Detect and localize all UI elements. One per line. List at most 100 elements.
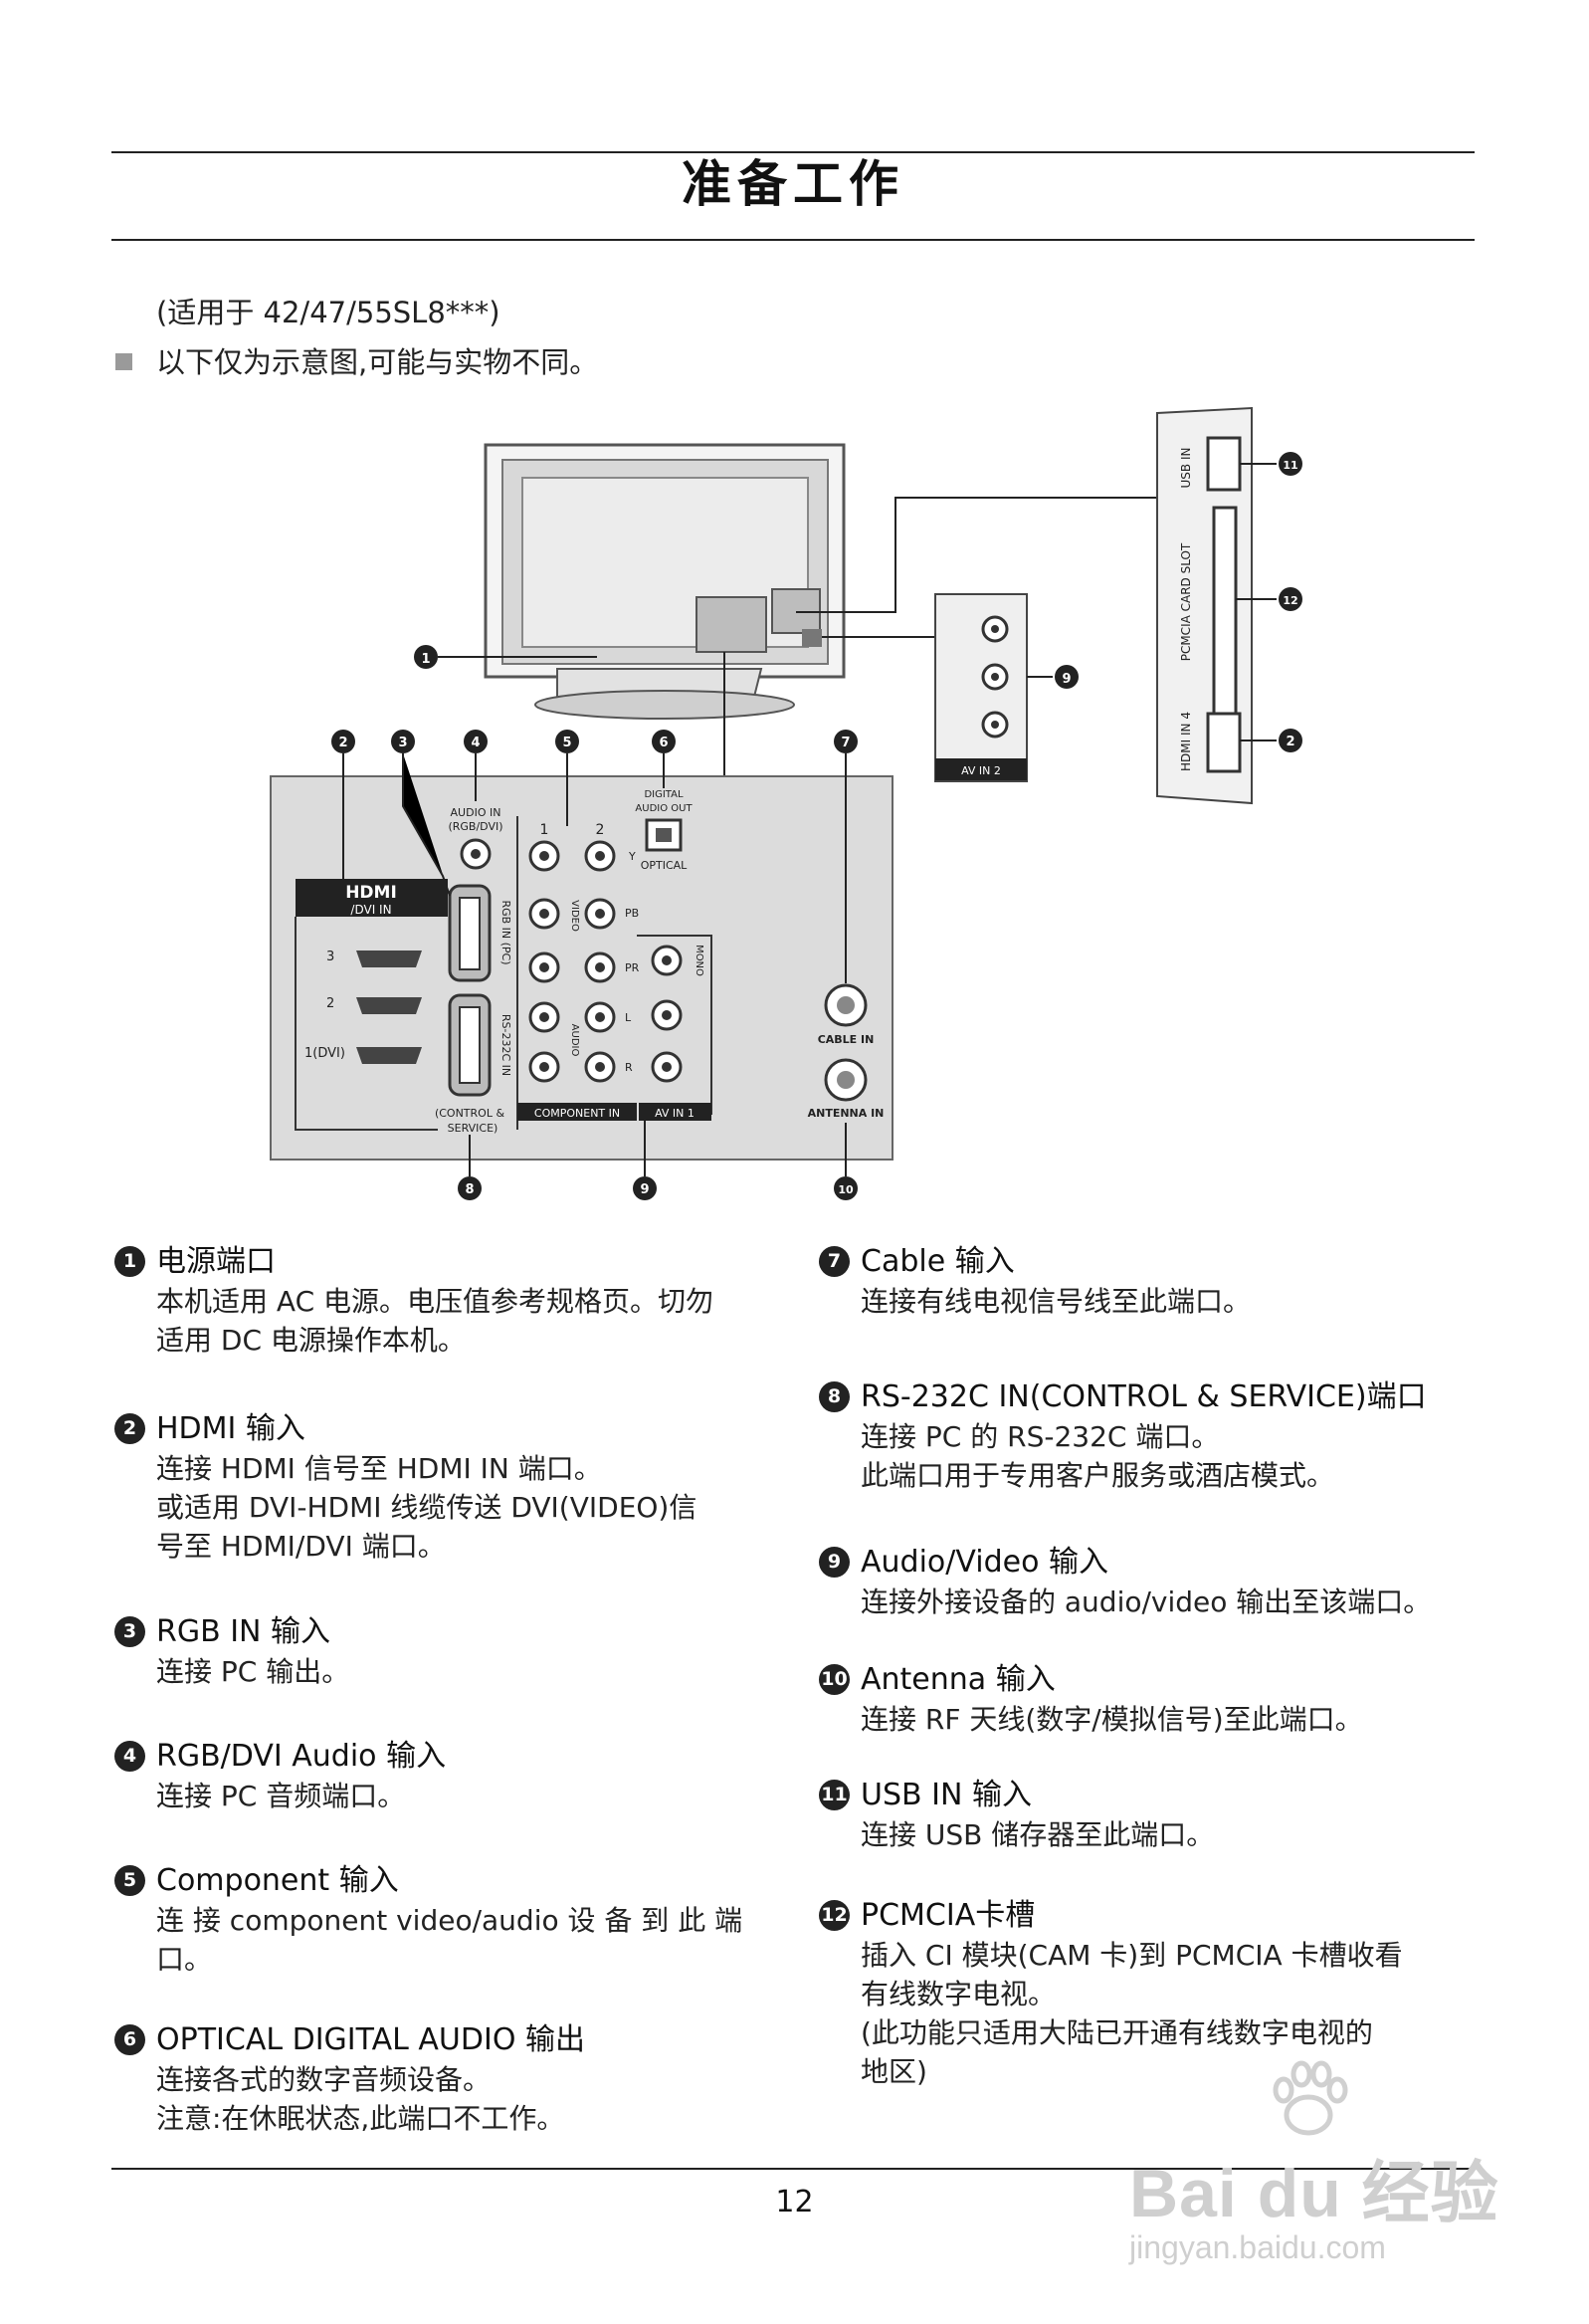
item-text: 连接 PC 音频端口。 (156, 1780, 406, 1812)
item-usb: 11 USB IN 输入 连接 USB 储存器至此端口。 (819, 1776, 1547, 1854)
item-heading: HDMI 输入 (156, 1411, 305, 1446)
svg-text:2: 2 (596, 822, 605, 838)
item-heading: RS-232C IN(CONTROL & SERVICE)端口 (861, 1379, 1427, 1414)
item-number: 6 (114, 2024, 145, 2055)
item-component: 5 Component 输入 连 接 component video/audio… (114, 1861, 843, 1979)
item-text: 口。 (156, 1943, 213, 1976)
svg-text:HDMI: HDMI (345, 883, 397, 903)
item-text: (此功能只适用大陆已开通有线数字电视的 (861, 2016, 1373, 2049)
item-hdmi: 2 HDMI 输入 连接 HDMI 信号至 HDMI IN 端口。 或适用 DV… (114, 1409, 843, 1566)
item-number: 7 (819, 1246, 850, 1277)
item-text: 适用 DC 电源操作本机。 (156, 1324, 466, 1357)
item-rgb-dvi-audio: 4 RGB/DVI Audio 输入 连接 PC 音频端口。 (114, 1737, 843, 1815)
svg-text:(RGB/DVI): (RGB/DVI) (448, 820, 502, 833)
page-title: 准备工作 (682, 155, 904, 213)
svg-text:1: 1 (421, 652, 430, 667)
watermark-brand: Bai du 经验 (1129, 2156, 1499, 2231)
item-text: 地区) (861, 2055, 927, 2088)
item-heading: RGB/DVI Audio 输入 (156, 1739, 447, 1774)
item-text: 注意:在休眠状态,此端口不工作。 (156, 2102, 565, 2135)
item-text: 连 接 component video/audio 设 备 到 此 端 (156, 1904, 743, 1937)
callout-numbers: 2 3 4 5 6 7 8 9 10 (331, 730, 858, 1200)
item-number: 1 (114, 1246, 145, 1277)
tv-back-view: 1 (414, 443, 846, 720)
svg-text:AUDIO OUT: AUDIO OUT (635, 803, 693, 814)
svg-text:ANTENNA IN: ANTENNA IN (808, 1107, 885, 1120)
callout-5-icon (555, 730, 579, 753)
svg-text:VIDEO: VIDEO (569, 900, 580, 932)
svg-text:/DVI IN: /DVI IN (350, 903, 391, 917)
callout-3-icon (391, 730, 415, 753)
svg-text:SERVICE): SERVICE) (448, 1122, 498, 1135)
applies-to: (适用于 42/47/55SL8***) (156, 296, 500, 329)
svg-text:L: L (625, 1011, 632, 1024)
item-cable: 7 Cable 输入 连接有线电视信号线至此端口。 (819, 1242, 1547, 1321)
item-heading: Audio/Video 输入 (861, 1545, 1108, 1580)
svg-text:HDMI IN 4: HDMI IN 4 (1179, 712, 1193, 771)
item-text: 插入 CI 模块(CAM 卡)到 PCMCIA 卡槽收看 (861, 1939, 1403, 1972)
svg-text:COMPONENT IN: COMPONENT IN (534, 1107, 620, 1120)
svg-text:Y: Y (628, 850, 636, 863)
item-text: 连接 RF 天线(数字/模拟信号)至此端口。 (861, 1703, 1363, 1736)
item-number: 11 (819, 1780, 850, 1810)
title-rule (111, 239, 1475, 241)
item-number: 3 (114, 1616, 145, 1647)
item-text: 本机适用 AC 电源。电压值参考规格页。切勿 (156, 1285, 714, 1318)
item-number: 2 (114, 1413, 145, 1444)
svg-text:6: 6 (659, 736, 668, 750)
item-rs232c: 8 RS-232C IN(CONTROL & SERVICE)端口 连接 PC … (819, 1377, 1547, 1495)
callout-7-icon (834, 730, 858, 753)
side-usb-panel: USB IN PCMCIA CARD SLOT HDMI IN 4 11 12 … (1156, 406, 1302, 805)
item-antenna: 10 Antenna 输入 连接 RF 天线(数字/模拟信号)至此端口。 (819, 1660, 1547, 1739)
side-av-panel: AV IN 2 9 (934, 593, 1079, 782)
callout-11-icon (1279, 452, 1302, 476)
item-text: 连接有线电视信号线至此端口。 (861, 1285, 1252, 1318)
item-heading: Component 输入 (156, 1863, 399, 1898)
svg-text:2: 2 (338, 736, 347, 750)
item-power: 1 电源端口 本机适用 AC 电源。电压值参考规格页。切勿 适用 DC 电源操作… (114, 1242, 843, 1360)
svg-text:DIGITAL: DIGITAL (644, 789, 684, 800)
svg-text:PB: PB (625, 907, 639, 920)
item-text: 此端口用于专用客户服务或酒店模式。 (861, 1459, 1335, 1492)
item-text: 或适用 DVI-HDMI 线缆传送 DVI(VIDEO)信 (156, 1491, 697, 1524)
svg-text:2: 2 (326, 996, 334, 1011)
callout-10-icon (834, 1176, 858, 1200)
svg-text:PR: PR (625, 961, 640, 974)
item-rgb-in: 3 RGB IN 输入 连接 PC 输出。 (114, 1612, 843, 1691)
svg-text:R: R (625, 1061, 633, 1074)
paw-logo-icon (1273, 2060, 1348, 2136)
connection-diagram: 1 AV IN 2 9 USB IN PCMCIA CARD SLOT HDMI… (270, 406, 1302, 1200)
svg-text:5: 5 (562, 736, 571, 750)
baidu-watermark: Bai du 经验 jingyan.baidu.com (1114, 2060, 1512, 2279)
item-heading: Antenna 输入 (861, 1662, 1056, 1697)
watermark-url: jingyan.baidu.com (1129, 2229, 1386, 2265)
item-heading: OPTICAL DIGITAL AUDIO 输出 (156, 2022, 585, 2057)
svg-text:AUDIO: AUDIO (569, 1024, 580, 1057)
item-number: 10 (819, 1664, 850, 1695)
note: 以下仅为示意图,可能与实物不同。 (156, 345, 599, 379)
callout-2-icon (331, 730, 355, 753)
svg-text:4: 4 (471, 736, 480, 750)
svg-text:12: 12 (1283, 594, 1297, 607)
top-rule (111, 151, 1475, 153)
item-text: 连接 PC 的 RS-232C 端口。 (861, 1420, 1220, 1453)
svg-text:7: 7 (841, 736, 850, 750)
svg-text:MONO: MONO (694, 945, 704, 976)
item-heading: PCMCIA卡槽 (861, 1898, 1036, 1933)
item-text: 连接外接设备的 audio/video 输出至该端口。 (861, 1585, 1432, 1618)
svg-text:10: 10 (838, 1183, 854, 1196)
svg-text:2: 2 (1286, 735, 1294, 749)
svg-text:RS-232C IN: RS-232C IN (499, 1014, 512, 1076)
item-heading: 电源端口 (156, 1244, 276, 1279)
item-audio-video: 9 Audio/Video 输入 连接外接设备的 audio/video 输出至… (819, 1543, 1547, 1621)
item-heading: Cable 输入 (861, 1244, 1015, 1279)
rear-jack-panel: HDMI /DVI IN 3 2 1(DVI) RGB IN (PC) RS-2… (270, 775, 894, 1161)
callout-9-side-icon (1055, 665, 1079, 689)
callout-1-icon (414, 645, 438, 669)
item-text: 连接 USB 储存器至此端口。 (861, 1818, 1215, 1851)
item-heading: USB IN 输入 (861, 1778, 1032, 1812)
svg-text:CABLE IN: CABLE IN (818, 1033, 875, 1046)
callout-6-icon (652, 730, 676, 753)
item-text: 有线数字电视。 (861, 1978, 1057, 2010)
svg-text:9: 9 (640, 1182, 649, 1197)
